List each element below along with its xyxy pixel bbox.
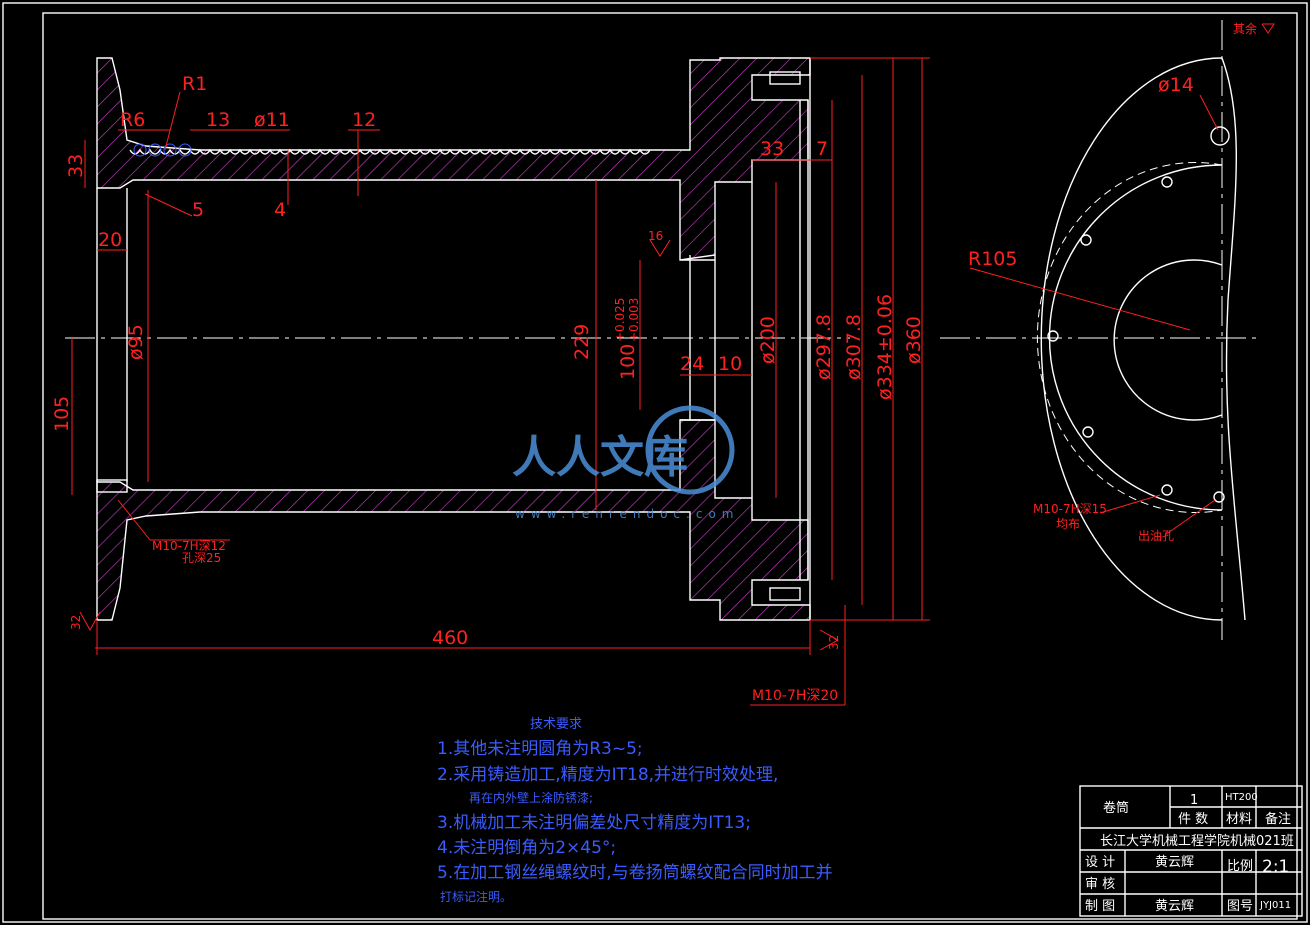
dim-334: ø334±0.06 — [874, 294, 896, 400]
dim-11: ø11 — [254, 109, 290, 131]
dim-5: 5 — [192, 199, 204, 221]
dim-360: ø360 — [903, 316, 925, 364]
dimensions: 460 ø95 229 100 +0.025 +0.003 105 ø200 ø… — [51, 57, 930, 706]
end-view — [940, 20, 1260, 640]
svg-text:1: 1 — [1190, 793, 1198, 808]
dim-m10-20: M10-7H深20 — [752, 688, 838, 704]
svg-text:图号: 图号 — [1227, 899, 1253, 914]
dim-m10-15: M10-7H深15 — [1033, 502, 1107, 516]
svg-text:+0.025: +0.025 — [613, 298, 627, 342]
title-block: 卷筒 1 件 数 HT200 材料 备注 长江大学机械工程学院机械021班 设 … — [1079, 785, 1303, 917]
dim-229: 229 — [571, 324, 593, 360]
section-view — [65, 57, 850, 621]
svg-text:黄云辉: 黄云辉 — [1155, 899, 1194, 914]
dim-20: 20 — [98, 229, 122, 251]
notes-title: 技术要求 — [530, 717, 582, 732]
svg-text:黄云辉: 黄云辉 — [1155, 855, 1194, 870]
dim-460: 460 — [432, 627, 468, 649]
end-view-dims: ø14 R105 M10-7H深15 均布 出油孔 其余 — [968, 21, 1275, 543]
dim-100: 100 — [617, 344, 639, 380]
dim-14: ø14 — [1158, 74, 1194, 96]
oil-hole-label: 出油孔 — [1138, 529, 1174, 543]
dim-105: 105 — [51, 396, 73, 432]
dim-95: ø95 — [125, 324, 147, 360]
svg-text:均布: 均布 — [1056, 517, 1080, 531]
inner-frame — [42, 12, 1298, 920]
svg-text:32: 32 — [827, 635, 841, 650]
dim-13: 13 — [206, 109, 230, 131]
watermark: 人人文库 www.renrendoc.com — [512, 405, 739, 521]
upper-wall-section — [96, 57, 811, 261]
dim-33: 33 — [65, 154, 87, 178]
svg-text:32: 32 — [69, 615, 83, 630]
svg-text:HT200: HT200 — [1225, 792, 1258, 803]
surface-roughness-rest: 其余 — [1233, 21, 1257, 36]
svg-text:审 核: 审 核 — [1085, 877, 1115, 892]
thread-grooves — [129, 148, 651, 155]
dim-7: 7 — [816, 138, 828, 160]
dim-r6: R6 — [120, 109, 145, 131]
watermark-brand: 人人文库 — [512, 432, 688, 483]
dim-33b: 33 — [760, 138, 784, 160]
end-view-outer-arc — [1040, 57, 1223, 621]
svg-text:再在内外壁上涂防锈漆;: 再在内外壁上涂防锈漆; — [469, 790, 593, 805]
svg-text:材料: 材料 — [1226, 812, 1252, 827]
tb-school: 长江大学机械工程学院机械021班 — [1100, 833, 1294, 849]
svg-text:5.在加工钢丝绳螺纹时,与卷扬筒螺纹配合同时加工并: 5.在加工钢丝绳螺纹时,与卷扬筒螺纹配合同时加工并 — [437, 863, 833, 883]
svg-text:打标记注明。: 打标记注明。 — [440, 889, 512, 904]
svg-text:JYJ011: JYJ011 — [1259, 900, 1291, 911]
dim-m10-12: M10-7H深12 — [152, 539, 226, 553]
dim-10: 10 — [718, 353, 742, 375]
dim-16: 16 — [648, 229, 663, 243]
svg-text:件 数: 件 数 — [1178, 812, 1208, 827]
svg-text:1.其他未注明圆角为R3~5;: 1.其他未注明圆角为R3~5; — [437, 739, 643, 759]
dim-4: 4 — [274, 199, 286, 221]
dim-297: ø297.8 — [813, 314, 835, 380]
svg-text:4.未注明倒角为2×45°;: 4.未注明倒角为2×45°; — [437, 838, 616, 858]
lower-wall-section — [96, 419, 811, 621]
svg-text:2:1: 2:1 — [1262, 857, 1289, 877]
dim-307: ø307.8 — [843, 314, 865, 380]
tb-part-name: 卷筒 — [1103, 800, 1129, 816]
dim-r105: R105 — [968, 248, 1017, 270]
svg-text:孔深25: 孔深25 — [182, 551, 221, 565]
dim-24: 24 — [680, 353, 704, 375]
svg-text:设 计: 设 计 — [1085, 855, 1115, 870]
technical-notes: 技术要求 1.其他未注明圆角为R3~5; 2.采用铸造加工,精度为IT18,并进… — [437, 717, 833, 904]
svg-text:3.机械加工未注明偏差处尺寸精度为IT13;: 3.机械加工未注明偏差处尺寸精度为IT13; — [437, 813, 751, 833]
dim-200: ø200 — [757, 316, 779, 364]
svg-text:比例: 比例 — [1227, 859, 1253, 874]
watermark-url: www.renrendoc.com — [515, 507, 739, 521]
dim-r1: R1 — [182, 73, 207, 95]
svg-text:2.采用铸造加工,精度为IT18,并进行时效处理,: 2.采用铸造加工,精度为IT18,并进行时效处理, — [437, 765, 778, 785]
svg-text:制 图: 制 图 — [1085, 899, 1115, 914]
svg-text:+0.003: +0.003 — [627, 298, 641, 342]
dim-12: 12 — [352, 109, 376, 131]
hole-14 — [1210, 126, 1230, 146]
svg-text:备注: 备注 — [1265, 811, 1291, 827]
